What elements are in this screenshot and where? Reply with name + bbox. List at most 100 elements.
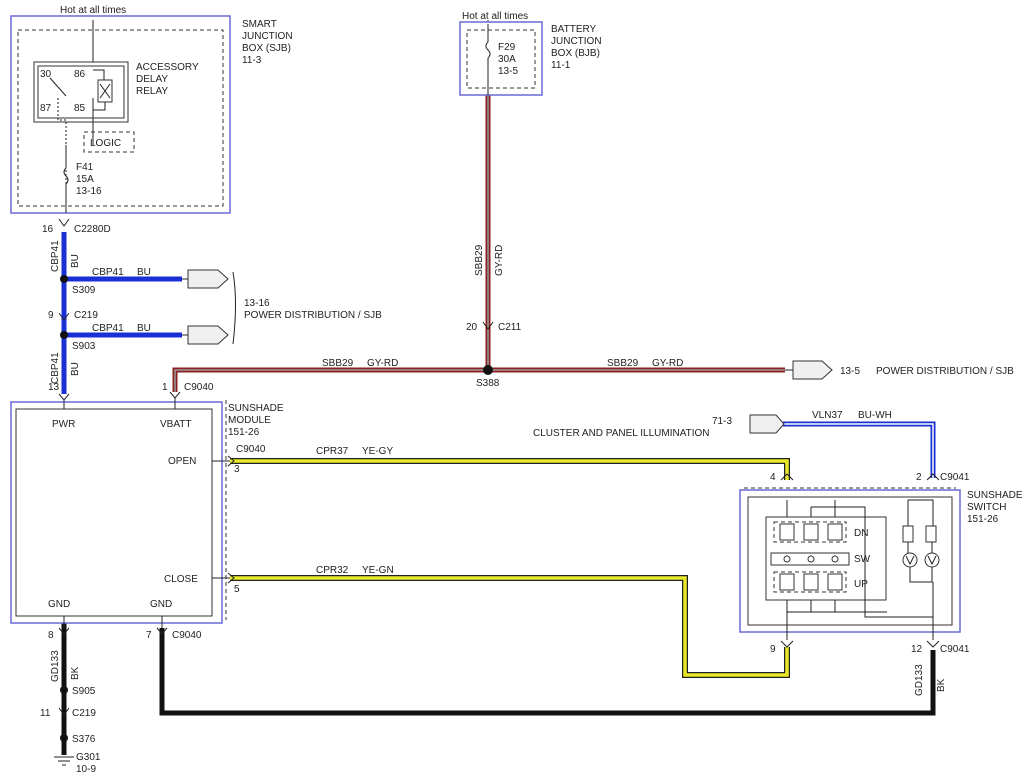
switch-title-line1: SUNSHADE	[967, 490, 1023, 501]
bjb-title-line3: BOX (BJB)	[551, 48, 600, 59]
switch-up-label: UP	[854, 579, 868, 590]
wire-vln37	[783, 421, 936, 478]
sunshade-switch	[739, 487, 961, 640]
center-dist-ref: 13-5	[840, 366, 860, 377]
relay-name-line2: DELAY	[136, 74, 168, 85]
c219-pin: 9	[48, 310, 54, 321]
switch-pin9-terminal	[780, 640, 794, 648]
logic-label: LOGIC	[90, 138, 121, 149]
gnd-gd133-label: GD133	[50, 650, 61, 682]
battery-junction-box	[459, 20, 543, 96]
gnd-pin7-terminal	[156, 627, 168, 635]
relay-pin-87: 87	[40, 103, 52, 114]
vln37-circuit: VLN37	[812, 410, 843, 421]
bu-label-b: BU	[70, 362, 81, 376]
wire-cbp41	[61, 232, 182, 394]
center-dist-label: POWER DISTRIBUTION / SJB	[876, 366, 1014, 377]
fuse-f41-label: F41	[76, 162, 94, 173]
open-pin: 3	[234, 464, 240, 475]
close-pin: 5	[234, 584, 240, 595]
splice-s309-dot	[60, 275, 68, 283]
switch-pin4-terminal	[780, 473, 794, 481]
connector-c219-symbol	[58, 312, 70, 321]
module-gnd2-label: GND	[150, 599, 172, 610]
fuse-f29-icon	[485, 41, 491, 59]
module-title-line1: SUNSHADE	[228, 403, 284, 414]
fuse-f29-label: F29	[498, 42, 516, 53]
branch2-circuit: CBP41	[92, 323, 124, 334]
relay-pin-85: 85	[74, 103, 86, 114]
sbb29-left-color: GY-RD	[367, 358, 398, 369]
relay-switch-icon	[49, 77, 67, 97]
smart-junction-box	[10, 15, 231, 214]
wire-cpr37	[230, 458, 790, 480]
gnd-pin-8: 8	[48, 630, 54, 641]
illum-ref-flag	[749, 414, 785, 434]
module-pin-13-terminal	[58, 393, 70, 401]
sbb29-right-circuit: SBB29	[607, 358, 639, 369]
gy-rd-vertical-label: GY-RD	[494, 245, 505, 276]
branch1-circuit: CBP41	[92, 267, 124, 278]
c211-label: C211	[498, 322, 522, 333]
bjb-hot-label: Hot at all times	[462, 11, 528, 22]
c2280d-pin: 16	[42, 224, 54, 235]
module-vbatt-label: VBATT	[160, 419, 191, 430]
connector-c2280d-symbol	[58, 218, 70, 227]
gnd-c219-label: C219	[72, 708, 96, 719]
cbp41-label-a: CBP41	[50, 240, 61, 272]
c9041-bottom-label: C9041	[940, 644, 970, 655]
sbb29-left-circuit: SBB29	[322, 358, 354, 369]
module-open-label: OPEN	[168, 456, 196, 467]
g301-label: G301	[76, 752, 101, 763]
close-pin-terminal	[227, 572, 235, 584]
splice-s388-dot	[483, 365, 493, 375]
switch-gd133-label: GD133	[914, 664, 925, 696]
switch-sw-label: SW	[854, 554, 871, 565]
switch-dn-label: DN	[854, 528, 868, 539]
ground-symbol-icon	[54, 756, 74, 766]
switch-pin-9: 9	[770, 644, 776, 655]
fuse-f29-ref: 13-5	[498, 66, 518, 77]
branch2-color: BU	[137, 323, 151, 334]
bu-wh-color: BU-WH	[858, 410, 892, 421]
c9041-top-label: C9041	[940, 472, 970, 483]
fuse-f41-icon	[63, 167, 69, 185]
c9040-pin1-terminal	[169, 391, 181, 399]
c211-symbol	[482, 321, 494, 330]
sjb-ref: 11-3	[242, 55, 262, 66]
fuse-f41-ref: 13-16	[76, 186, 102, 197]
wire-gd133	[61, 623, 936, 755]
splice-s903-dot	[60, 331, 68, 339]
bjb-ref: 11-1	[551, 60, 571, 71]
cpr37-circuit: CPR37	[316, 446, 349, 457]
illum-ref: 71-3	[712, 416, 732, 427]
relay-name-line3: RELAY	[136, 86, 168, 97]
c9040-label-top: C9040	[184, 382, 214, 393]
bjb-title-line2: JUNCTION	[551, 36, 602, 47]
relay-name-line1: ACCESSORY	[136, 62, 199, 73]
sjb-title-line1: SMART	[242, 19, 277, 30]
c219-label: C219	[74, 310, 98, 321]
wire-cpr32	[230, 575, 790, 678]
relay-pin-86: 86	[74, 69, 86, 80]
s905-label: S905	[72, 686, 96, 697]
branch1-ref-flag	[187, 269, 229, 289]
left-dist-label: POWER DISTRIBUTION / SJB	[244, 310, 382, 321]
cpr32-color: YE-GN	[362, 565, 394, 576]
switch-pin2-terminal	[926, 473, 940, 481]
sjb-hot-label: Hot at all times	[60, 5, 126, 16]
center-ref-flag	[792, 360, 833, 380]
branch2-ref-flag	[187, 325, 229, 345]
sunshade-module	[10, 398, 230, 628]
module-close-label: CLOSE	[164, 574, 198, 585]
module-gnd1-label: GND	[48, 599, 70, 610]
branch-brace-icon	[232, 271, 236, 345]
cbp41-label-b: CBP41	[50, 352, 61, 384]
switch-bk-label: BK	[936, 678, 947, 692]
switch-pin-4: 4	[770, 472, 776, 483]
c9040-pin1: 1	[162, 382, 168, 393]
c211-pin: 20	[466, 322, 478, 333]
g301-ref: 10-9	[76, 764, 96, 775]
sbb29-right-color: GY-RD	[652, 358, 683, 369]
